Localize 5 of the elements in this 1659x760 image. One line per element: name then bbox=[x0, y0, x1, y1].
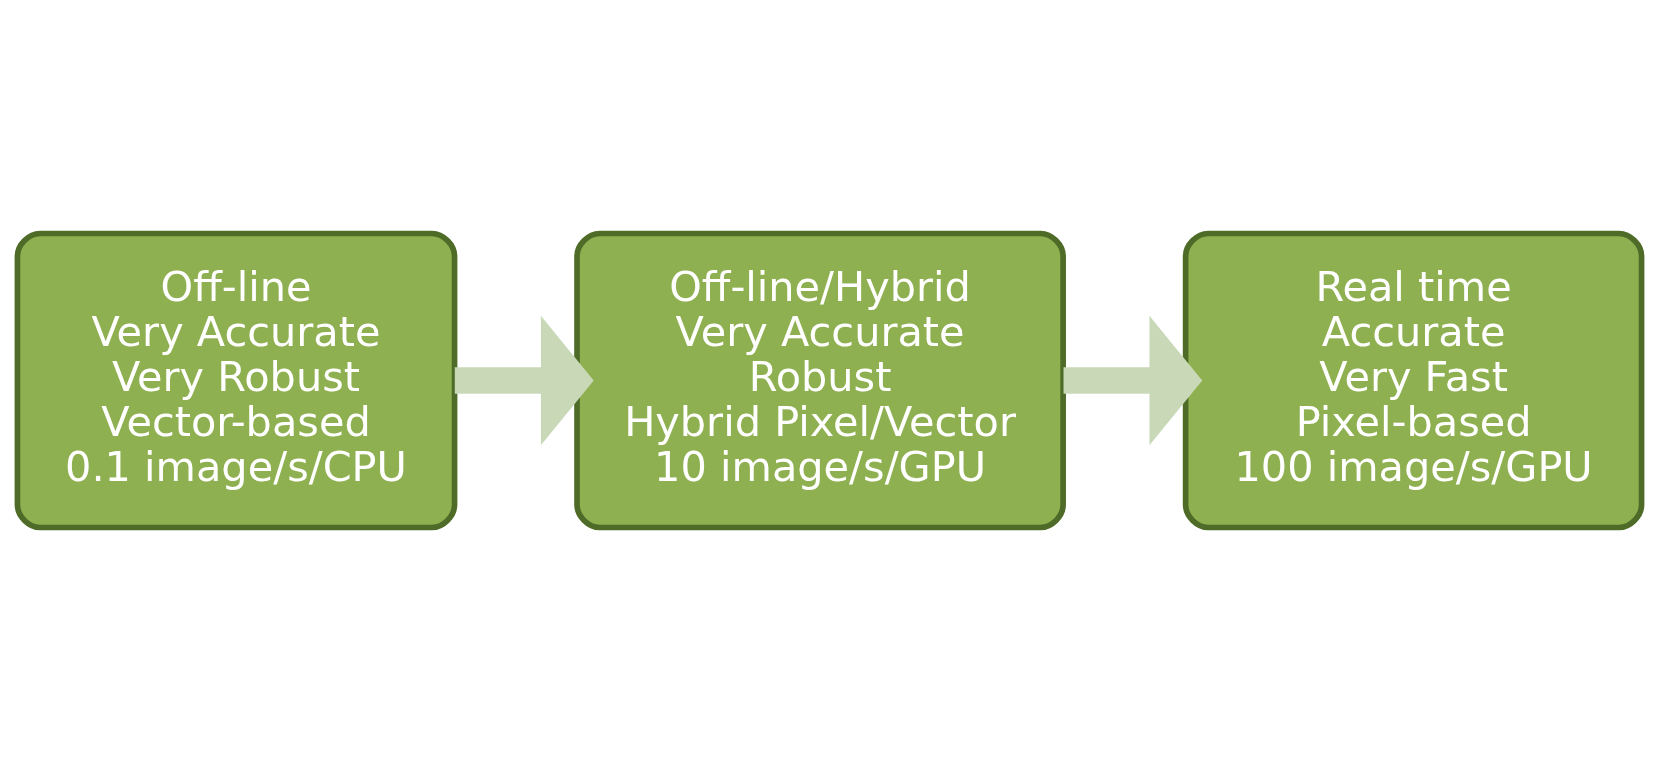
node-box: Off-line Very Accurate Very Robust Vector-based 0.1 image/s/CPU bbox=[14, 230, 458, 530]
node-box: Real time Accurate Very Fast Pixel-based 100 image/s/GPU bbox=[1182, 230, 1645, 530]
arrow bbox=[1063, 315, 1203, 445]
node-box: Off-line/Hybrid Very Accurate Robust Hybrid Pixel/Vector 10 image/s/GPU bbox=[574, 230, 1066, 530]
arrow bbox=[454, 315, 594, 445]
